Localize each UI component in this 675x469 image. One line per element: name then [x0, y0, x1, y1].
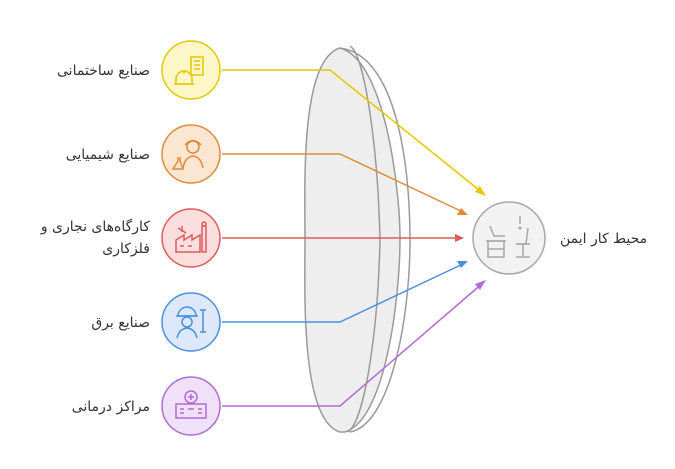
arrowhead-chemical [457, 208, 468, 215]
source-label-construction: صنایع ساختمانی [57, 63, 150, 79]
arrowhead-medical [475, 280, 486, 290]
electrician-wrench-icon [176, 306, 206, 339]
source-label-electric: صنایع برق [91, 315, 150, 331]
connector-lines [222, 69, 486, 407]
source-node-electric [161, 292, 221, 352]
arrowhead-electric [457, 261, 468, 268]
source-node-chemical [161, 124, 221, 184]
source-node-medical [161, 376, 221, 436]
hospital-building-icon [175, 390, 207, 419]
target-label: محیط کار ایمن [560, 231, 648, 247]
connector-construction [222, 69, 485, 195]
construction-worker-building-icon [174, 56, 204, 85]
safe-workspace-desk-icon [486, 216, 530, 258]
factory-tools-icon [175, 221, 207, 253]
source-node-construction [161, 40, 221, 100]
source-node-workshop [161, 208, 221, 268]
arrowhead-workshop [455, 234, 464, 242]
connector-medical [222, 281, 485, 407]
arrowhead-construction [475, 186, 486, 196]
lens [304, 45, 411, 433]
connector-chemical [222, 153, 466, 214]
source-label-workshop: کارگاه‌های نجاری و فلزکاری [40, 219, 150, 257]
target-node [472, 201, 546, 275]
connector-electric [222, 262, 466, 323]
source-label-chemical: صنایع شیمیایی [65, 147, 150, 163]
chemist-flask-icon [171, 139, 204, 170]
source-label-medical: مراکز درمانی [71, 399, 150, 415]
